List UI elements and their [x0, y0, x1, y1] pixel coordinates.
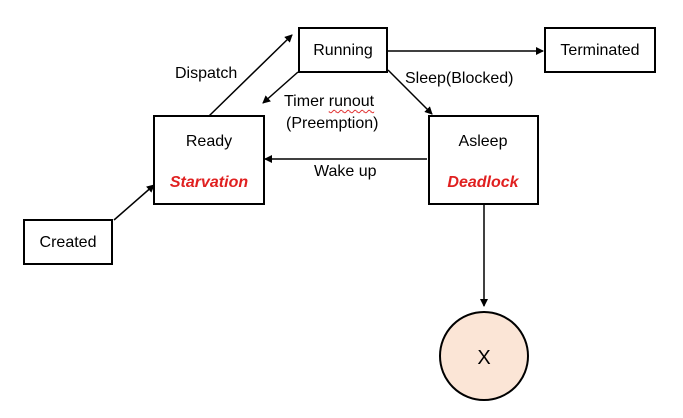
transition-dispatch-label: Dispatch — [175, 65, 238, 82]
ready-issue-label: Starvation — [169, 174, 249, 191]
arrow-running-to-ready — [262, 71, 299, 104]
state-ready-label: Ready — [185, 133, 233, 150]
arrow-ready-to-running — [208, 34, 293, 117]
transition-preemption-label: (Preemption) — [286, 115, 379, 132]
arrow-created-to-ready — [113, 184, 155, 221]
state-running-label: Running — [313, 42, 373, 59]
asleep-issue-label: Deadlock — [447, 174, 519, 191]
state-asleep — [428, 115, 539, 205]
transition-sleep-label: Sleep(Blocked) — [405, 70, 514, 87]
transition-timer-label: Timer runout — [284, 94, 374, 110]
state-created — [23, 219, 113, 265]
transition-timer-word: Timer — [284, 93, 325, 110]
transition-wakeup-label: Wake up — [314, 163, 377, 180]
state-ready — [153, 115, 265, 205]
transition-runout-word: runout — [328, 93, 375, 110]
state-asleep-label: Asleep — [458, 133, 508, 150]
state-running — [298, 27, 388, 73]
arrow-running-to-asleep — [387, 69, 433, 115]
state-terminated — [544, 27, 656, 73]
end-state-label: X — [477, 347, 491, 369]
end-state-circle — [439, 311, 529, 401]
state-created-label: Created — [39, 234, 97, 251]
state-terminated-label: Terminated — [560, 42, 640, 59]
